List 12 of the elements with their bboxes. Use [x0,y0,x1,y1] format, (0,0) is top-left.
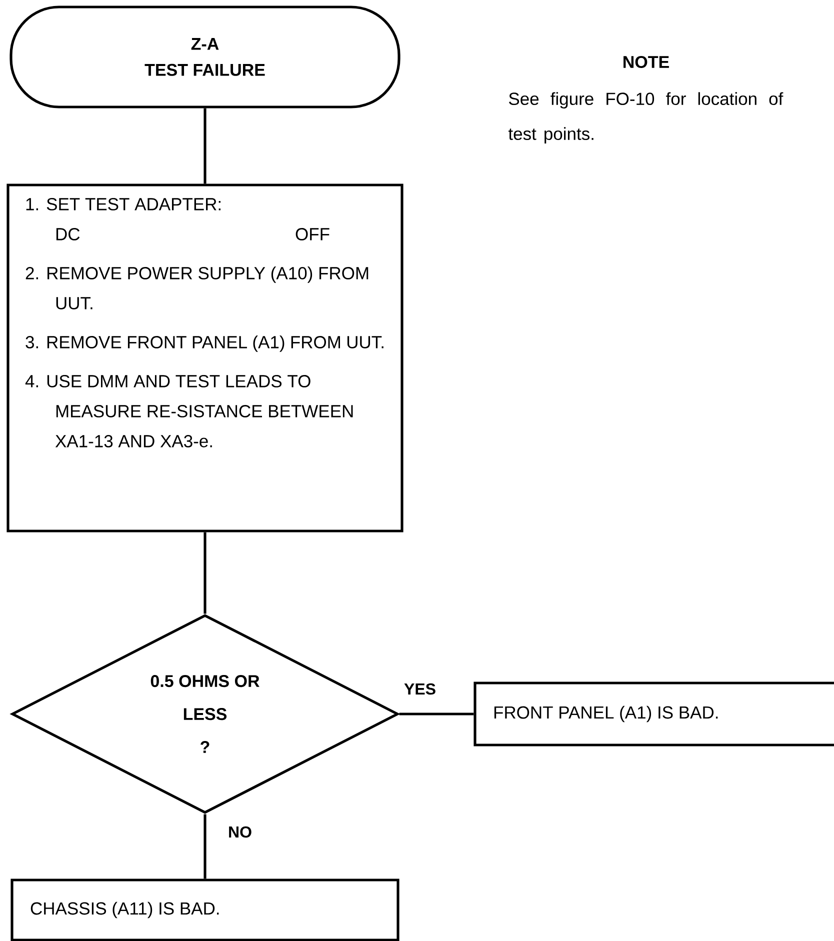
note-heading: NOTE [624,56,669,68]
result-box: FRONT PANEL (A1) IS BAD. [474,682,834,746]
connector-line [204,814,206,879]
result-box: CHASSIS (A11) IS BAD. [10,878,400,941]
edge-label: NO [227,825,253,839]
edge-label: YES [403,682,437,696]
connector-line [204,108,206,184]
note-text: See figure FO-10 for location of test points. [508,92,784,144]
process-box: 1. SET TEST ADAPTER: DC OFF 2. REMOVE POWER SUPPLY (A10) FROM UUT. 3. REMOVE FRONT PANEL (A1) FROM UUT. 4. USE DMM AND TEST LEADS TO MEASURE RE-SISTANCE BETWEEN XA1-13 AND XA3-e. [6,184,404,532]
connector-line [399,712,474,716]
start-terminal: Z-A TEST FAILURE [10,6,400,108]
connector-line [204,532,206,614]
